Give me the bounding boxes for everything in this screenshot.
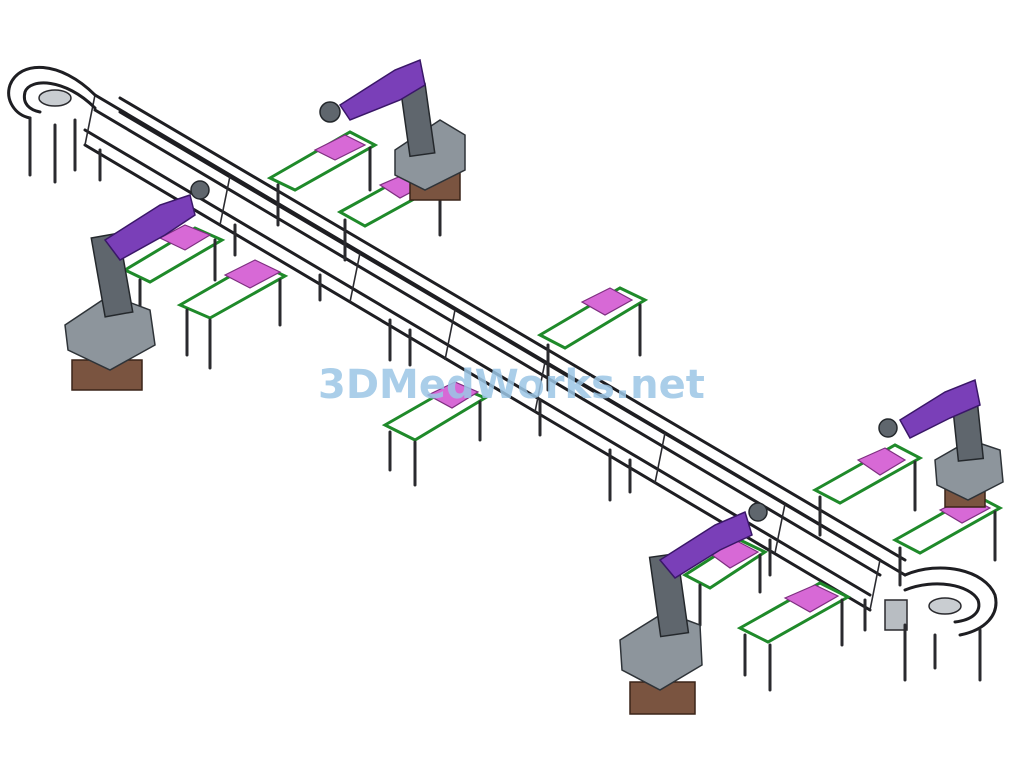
main-conveyor-crossbars [84, 94, 881, 611]
main-conveyor-legs [98, 148, 867, 632]
station-right-1 [811, 443, 924, 537]
robot-top [319, 58, 466, 201]
station-left-1 [121, 224, 226, 317]
station-center-bottom [381, 381, 489, 487]
curved-end-right [884, 566, 998, 682]
station-bottom-2 [736, 581, 852, 692]
station-left-2 [176, 259, 289, 370]
station-top-1 [266, 130, 379, 227]
robot-left [64, 180, 210, 391]
main-conveyor [83, 93, 907, 632]
station-center-top [536, 286, 649, 392]
curved-end-left [7, 65, 97, 184]
robot-bottom [619, 502, 768, 715]
robot-right [878, 378, 1004, 508]
